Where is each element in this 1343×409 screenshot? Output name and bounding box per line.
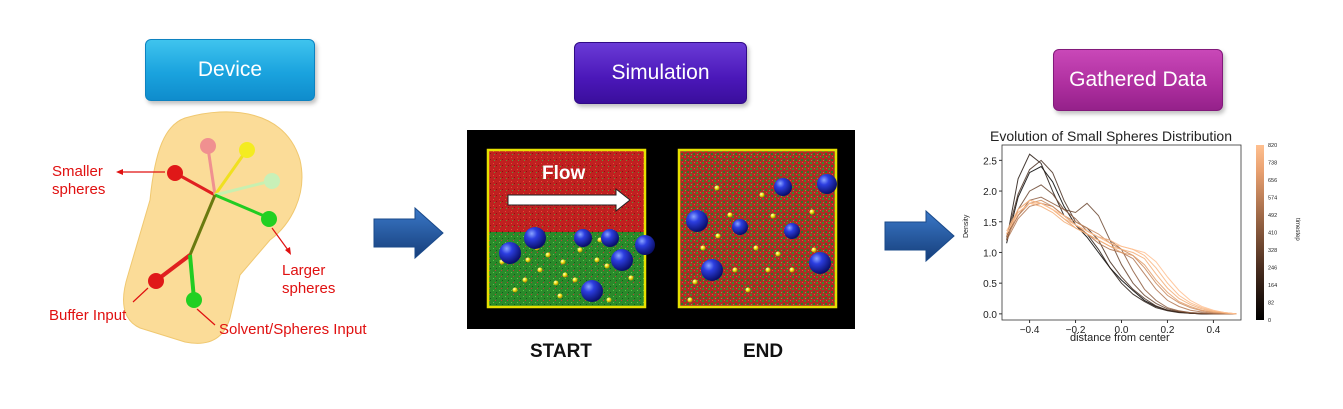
chart-title: Evolution of Small Spheres Distribution (990, 128, 1233, 144)
arrow-to-data (884, 209, 955, 263)
x-tick-label: 0.2 (1161, 325, 1175, 336)
chart-xlabel: distance from center (1070, 332, 1170, 344)
y-tick-label: 0.0 (983, 310, 997, 321)
chart-ylabel: Density (963, 214, 970, 238)
simulation-header: Simulation (574, 42, 747, 104)
device-header: Device (145, 39, 315, 101)
colorbar-tick-label: 738 (1268, 161, 1277, 167)
label-smaller-spheres: Smaller spheres (52, 163, 106, 198)
outlet-4 (264, 173, 280, 189)
colorbar-label: timestep (1294, 218, 1300, 241)
start-frame (486, 148, 655, 309)
series-line-t820 (1006, 202, 1237, 315)
outlet-2 (200, 138, 216, 154)
simulation-panel (467, 130, 855, 329)
x-tick-label: −0.4 (1020, 325, 1040, 336)
outlet-small-spheres (167, 165, 183, 181)
label-solvent-input: Solvent/Spheres Input (219, 321, 367, 338)
outlet-3 (239, 142, 255, 158)
arrow-to-simulation (373, 206, 444, 260)
colorbar-tick-label: 656 (1268, 178, 1277, 184)
buffer-inlet (148, 273, 164, 289)
colorbar-tick-label: 492 (1268, 213, 1277, 219)
y-tick-label: 1.0 (983, 248, 997, 259)
colorbar (1256, 145, 1264, 320)
x-tick-label: −0.2 (1066, 325, 1086, 336)
flow-arrow (507, 187, 631, 213)
colorbar-tick-label: 574 (1268, 196, 1277, 202)
series-line-t656 (1006, 202, 1237, 315)
colorbar-tick-label: 328 (1268, 248, 1277, 254)
x-tick-label: 0.4 (1206, 325, 1220, 336)
end-label: END (743, 341, 784, 362)
colorbar-tick-label: 82 (1268, 301, 1274, 307)
y-tick-label: 2.5 (983, 156, 997, 167)
colorbar-tick-label: 246 (1268, 266, 1277, 272)
gathered-data-header: Gathered Data (1053, 49, 1223, 111)
colorbar-tick-label: 0 (1268, 318, 1271, 324)
label-larger-spheres: Larger spheres (282, 262, 336, 297)
flow-label: Flow (542, 163, 586, 184)
solvent-inlet (186, 292, 202, 308)
end-frame (677, 148, 838, 309)
outlet-large-spheres (261, 211, 277, 227)
start-label: START (530, 341, 592, 362)
y-tick-label: 2.0 (983, 187, 997, 198)
y-tick-label: 0.5 (983, 279, 997, 290)
colorbar-tick-label: 410 (1268, 231, 1277, 237)
colorbar-tick-label: 164 (1268, 283, 1277, 289)
label-buffer-input: Buffer Input (49, 307, 127, 324)
density-chart: −0.4 −0.2 0.0 0.2 0.4 0.0 0.5 1.0 1.5 2.0 2.5 0 82… (983, 143, 1277, 336)
series-line-t164 (1006, 159, 1237, 315)
y-tick-label: 1.5 (983, 218, 997, 229)
colorbar-tick-label: 820 (1268, 143, 1277, 149)
x-tick-label: 0.0 (1115, 325, 1129, 336)
plot-area (1001, 144, 1242, 321)
device-chip (116, 111, 303, 344)
